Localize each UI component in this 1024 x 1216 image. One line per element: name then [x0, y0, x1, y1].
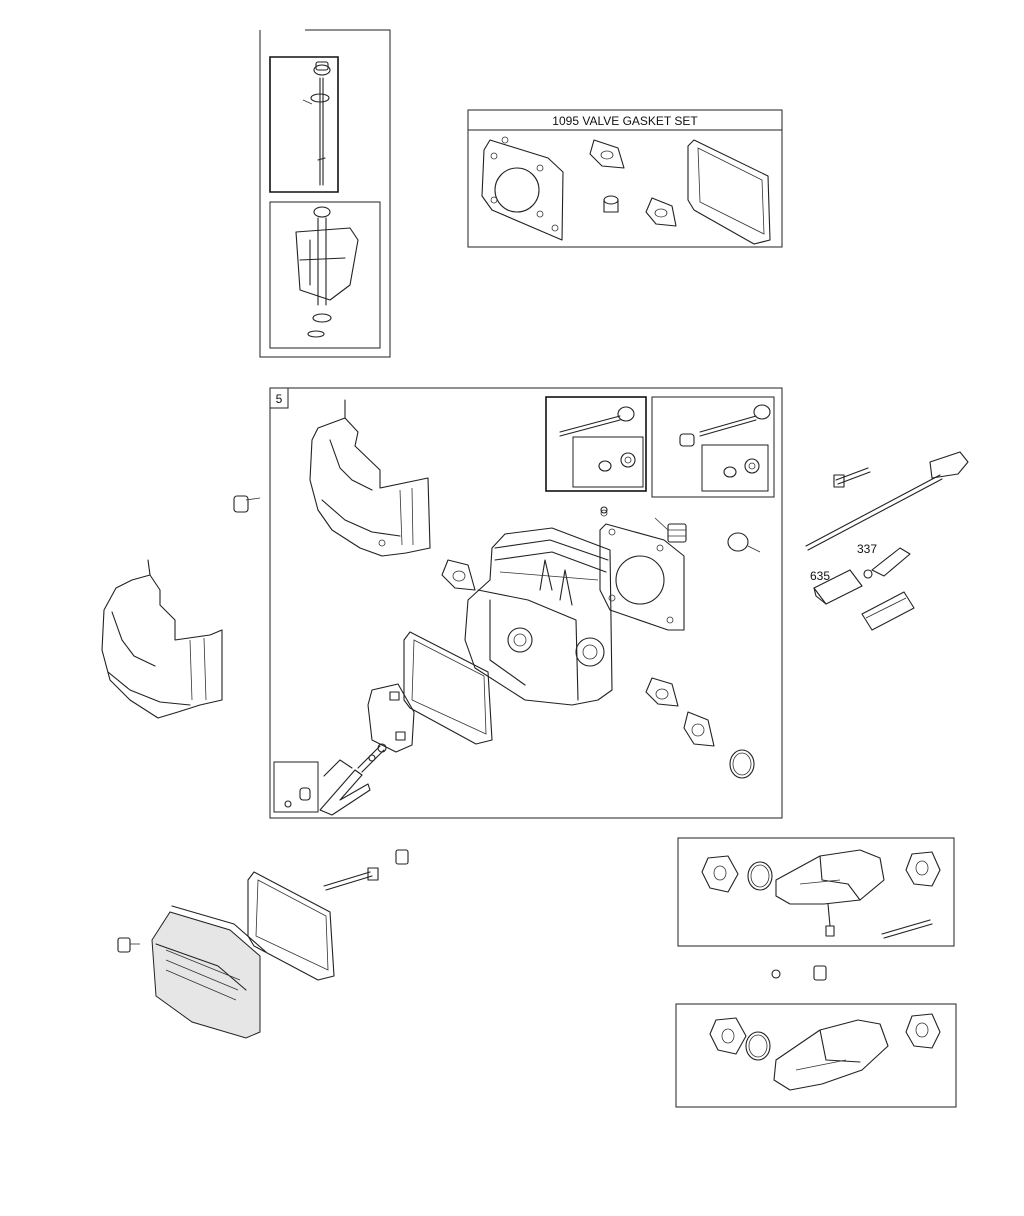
kit-exhaust-gasket-2 — [683, 711, 715, 747]
cylinder-head-kit[interactable]: 5 — [269, 387, 783, 819]
cover-bolt — [117, 937, 140, 953]
rocker-cover-gasket — [687, 139, 771, 245]
dipstick-box[interactable] — [269, 56, 339, 193]
kit-o-ring — [729, 749, 755, 779]
spark-plug-callout: 337 — [857, 542, 877, 556]
kit-guide-plate — [319, 759, 371, 816]
rocker-cover-gasket-large — [247, 871, 335, 981]
left-bolt — [233, 495, 261, 513]
dipstick-tube-box[interactable] — [269, 201, 381, 349]
spark-plug-boot: 635 — [810, 569, 863, 605]
head-gasket — [481, 136, 564, 241]
kit-intake-gasket — [441, 559, 476, 591]
cylinder-head — [464, 527, 613, 706]
gasket-set-title: 1095 VALVE GASKET SET — [552, 114, 698, 128]
dipstick-group — [259, 29, 391, 358]
spark-plug: 337 — [857, 542, 911, 579]
intake-gasket — [589, 139, 625, 169]
air-guide-shroud — [309, 399, 431, 557]
valve-seal — [603, 195, 619, 213]
intake-manifold-box[interactable] — [677, 837, 955, 947]
pushrod — [805, 451, 969, 551]
rocker-cover-group — [117, 849, 409, 1039]
cover-nut — [395, 849, 409, 865]
spark-plug-boot-callout: 635 — [810, 569, 830, 583]
kit-exhaust-gasket — [645, 677, 679, 707]
rocker-bolt — [833, 467, 871, 488]
cover-stud — [323, 867, 379, 891]
kit-rocker-gasket — [403, 631, 493, 745]
kit-rocker-stud — [357, 743, 387, 773]
intake-valve-box[interactable] — [545, 396, 647, 492]
rocker-cover — [151, 905, 267, 1039]
kit-valve-spring — [600, 506, 687, 543]
exhaust-valve-box[interactable] — [651, 396, 775, 498]
kit-head-gasket — [599, 509, 685, 631]
spark-plug-wrench — [861, 591, 915, 631]
exhaust-gasket — [645, 197, 677, 227]
intake-manifold-box-2[interactable] — [675, 1003, 957, 1108]
left-shroud — [101, 559, 223, 719]
kit-breather-plate — [367, 683, 415, 753]
kit-valve-cap — [727, 532, 761, 553]
valve-gasket-set[interactable]: 1095 VALVE GASKET SET — [467, 109, 783, 248]
kit-number-label: 5 — [276, 392, 283, 406]
manifold-bolts — [771, 965, 827, 981]
kit-small-box[interactable] — [273, 761, 319, 813]
